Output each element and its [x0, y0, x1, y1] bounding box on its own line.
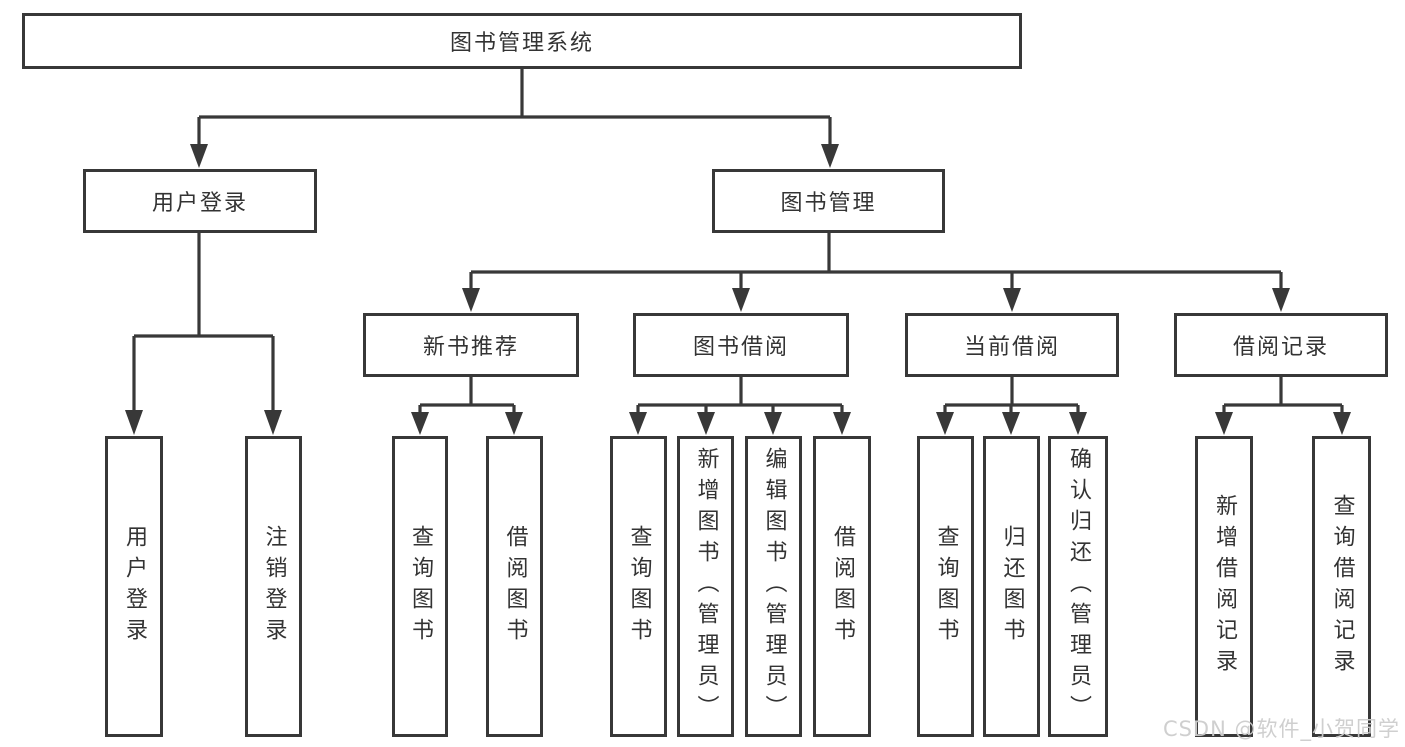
- leaf-query-books-borrowing: 查询图书: [610, 436, 667, 737]
- node-label: 用户登录: [151, 191, 248, 216]
- node-new-book-recommendation: 新书推荐: [363, 313, 579, 377]
- node-label: 确认归还（管理员）: [1066, 447, 1091, 726]
- node-label: 借阅记录: [1232, 335, 1329, 360]
- leaf-add-books-admin: 新增图书（管理员）: [677, 436, 734, 737]
- node-label: 查询图书: [933, 524, 959, 649]
- node-current-borrowing: 当前借阅: [905, 313, 1119, 377]
- node-borrowing-records: 借阅记录: [1174, 313, 1388, 377]
- node-label: 借阅图书: [830, 524, 855, 649]
- leaf-edit-books-admin: 编辑图书（管理员）: [745, 436, 802, 737]
- node-book-management: 图书管理: [712, 169, 945, 233]
- node-label: 注销登录: [261, 524, 287, 649]
- leaf-return-books: 归还图书: [983, 436, 1040, 737]
- leaf-confirm-return-admin: 确认归还（管理员）: [1048, 436, 1108, 737]
- node-label: 查询图书: [626, 524, 652, 649]
- node-book-borrowing: 图书借阅: [633, 313, 849, 377]
- leaf-query-books-current: 查询图书: [917, 436, 974, 737]
- node-label: 当前借阅: [963, 335, 1060, 360]
- node-user-login: 用户登录: [83, 169, 317, 233]
- node-label: 用户登录: [122, 524, 147, 649]
- leaf-user-login: 用户登录: [105, 436, 163, 737]
- leaf-borrow-books-recommend: 借阅图书: [486, 436, 543, 737]
- node-label: 新增图书（管理员）: [693, 447, 719, 726]
- node-label: 编辑图书（管理员）: [761, 447, 787, 726]
- node-label: 借阅图书: [502, 524, 528, 649]
- leaf-add-borrow-record: 新增借阅记录: [1195, 436, 1253, 737]
- node-label: 查询图书: [408, 524, 433, 649]
- leaf-query-books-recommend: 查询图书: [392, 436, 448, 737]
- node-label: 图书借阅: [692, 335, 789, 360]
- leaf-borrow-books-borrowing: 借阅图书: [813, 436, 871, 737]
- node-label: 归还图书: [999, 524, 1025, 649]
- leaf-logout-login: 注销登录: [245, 436, 302, 737]
- node-label: 新书推荐: [422, 335, 519, 360]
- node-label: 新增借阅记录: [1212, 493, 1237, 680]
- node-library-management-system: 图书管理系统: [22, 13, 1022, 69]
- node-label: 查询借阅记录: [1329, 493, 1355, 680]
- leaf-query-borrow-record: 查询借阅记录: [1312, 436, 1371, 737]
- node-label: 图书管理系统: [449, 31, 594, 56]
- node-label: 图书管理: [780, 191, 877, 216]
